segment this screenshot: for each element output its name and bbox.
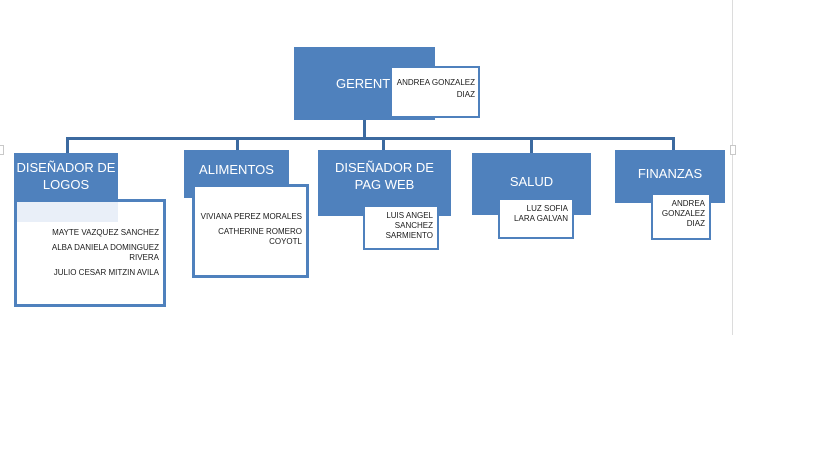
people-box-finanzas[interactable]: ANDREA GONZALEZ DIAZ (651, 193, 711, 240)
department-title: DISEÑADOR DE PAG WEB (335, 160, 434, 192)
person-name: JULIO CESAR MITZIN AVILA (53, 268, 159, 277)
people-box-salud[interactable]: LUZ SOFIA LARA GALVAN (498, 198, 574, 239)
person-name: CATHERINE ROMERO COYOTL (218, 227, 302, 246)
person-name: LUIS ANGEL SANCHEZ SARMIENTO (385, 211, 433, 240)
resize-handle-right[interactable] (730, 145, 736, 155)
people-box-alimentos[interactable]: VIVIANA PEREZ MORALES CATHERINE ROMERO C… (192, 184, 309, 278)
connector-salud (530, 137, 533, 153)
connector-manager-down (363, 120, 366, 138)
department-title: DISEÑADOR DE LOGOS (16, 160, 116, 192)
person-name: ANDREA GONZALEZ DIAZ (661, 199, 705, 228)
page-edge-line (732, 0, 733, 335)
department-title: ALIMENTOS (199, 162, 274, 177)
connector-alimentos (236, 137, 239, 150)
manager-name-box[interactable]: ANDREA GONZALEZ DIAZ (390, 66, 480, 118)
name-box-tint (17, 202, 118, 222)
manager-title: GERENTE (336, 75, 399, 91)
person-name: MAYTE VAZQUEZ SANCHEZ (52, 228, 159, 237)
people-box-logos[interactable]: MAYTE VAZQUEZ SANCHEZ ALBA DANIELA DOMIN… (14, 199, 166, 307)
connector-web (382, 137, 385, 150)
person-name: ALBA DANIELA DOMINGUEZ RIVERA (51, 243, 159, 262)
person-name: LUZ SOFIA LARA GALVAN (514, 204, 568, 223)
manager-name: ANDREA GONZALEZ DIAZ (396, 78, 475, 99)
resize-handle-left[interactable] (0, 145, 4, 155)
people-box-web[interactable]: LUIS ANGEL SANCHEZ SARMIENTO (363, 205, 439, 250)
connector-logos (66, 137, 69, 153)
person-name: VIVIANA PEREZ MORALES (200, 212, 302, 221)
connector-finanzas (672, 137, 675, 150)
department-title: FINANZAS (637, 165, 703, 181)
connector-horizontal (66, 137, 675, 140)
department-title: SALUD (509, 174, 554, 189)
